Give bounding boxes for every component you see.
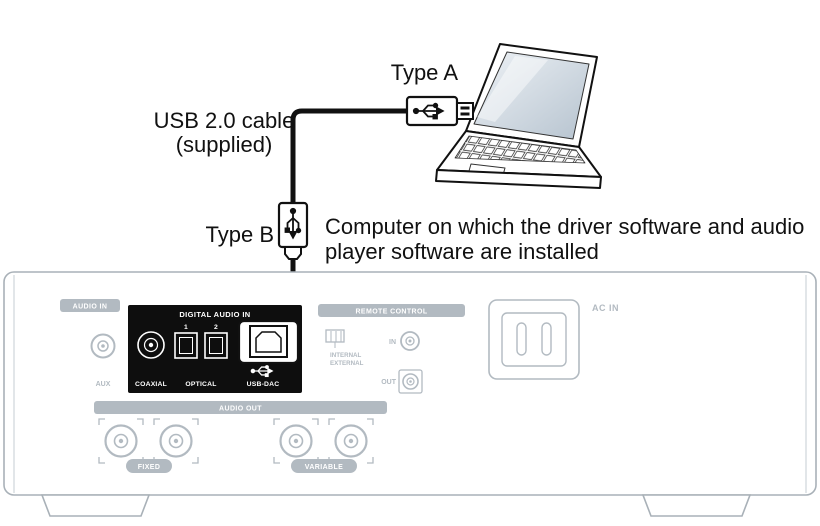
usb-type-a-tip (456, 102, 474, 120)
usb-type-b-tip (284, 246, 302, 260)
left-foot (40, 494, 151, 517)
variable-label: VARIABLE (305, 464, 343, 471)
remote-control-bar (318, 304, 465, 317)
right-foot (641, 494, 752, 517)
coaxial-label: COAXIAL (135, 381, 167, 388)
remote-control-title: REMOTE CONTROL (355, 309, 427, 316)
usb-dac-label: USB-DAC (247, 381, 280, 388)
digital-audio-in-title: DIGITAL AUDIO IN (179, 310, 250, 319)
audio-in-bar (60, 299, 120, 312)
fixed-label: FIXED (138, 464, 161, 471)
ac-prong-slot-right (541, 322, 552, 356)
device-rear-panel: AUDIO IN AUX DIGITAL AUDIO IN 1 2 (3, 271, 817, 517)
audio-out-bar (94, 401, 387, 414)
ac-inlet (488, 299, 580, 380)
usb-b-socket (255, 331, 282, 353)
optical-label: OPTICAL (185, 381, 216, 388)
audio-out-title: AUDIO OUT (219, 406, 262, 413)
laptop-screen (473, 51, 590, 140)
audio-out-jack-3 (273, 418, 319, 464)
usb-cable-upper-run (290, 108, 409, 203)
remote-switch-icon (325, 329, 345, 348)
audio-out-jack-4 (328, 418, 374, 464)
audio-in-title: AUDIO IN (73, 304, 108, 311)
type-a-label: Type A (391, 60, 459, 85)
internal-label: INTERNAL (330, 352, 361, 359)
type-b-label: Type B (206, 222, 274, 247)
computer-note-line2: player software are installed (325, 239, 599, 264)
remote-out-label: OUT (381, 379, 397, 386)
usb-dac-port (237, 319, 300, 365)
external-label: EXTERNAL (330, 360, 364, 367)
audio-out-section: AUDIO OUT (94, 401, 387, 473)
laptop-screen-glare (477, 56, 548, 122)
optical-port-2 (204, 332, 228, 359)
audio-out-jack-1 (98, 418, 144, 464)
audio-out-jack-2 (153, 418, 199, 464)
ac-in-label: AC IN (592, 303, 619, 313)
fixed-badge (126, 459, 172, 473)
usb-type-a-plug (405, 95, 474, 127)
computer-note-line1: Computer on which the driver software an… (325, 214, 804, 239)
remote-in-jack (400, 331, 420, 351)
usb-cable-label-line2: (supplied) (176, 132, 273, 157)
digital-audio-in-section: DIGITAL AUDIO IN 1 2 COAXI (128, 305, 302, 393)
usb-cable-label-line1: USB 2.0 cable (154, 108, 295, 133)
laptop-keyboard (454, 135, 586, 164)
remote-out-jack (398, 369, 423, 394)
remote-control-section: REMOTE CONTROL INTERNAL EXTERNAL IN OUT (318, 304, 465, 394)
optical-port1-number: 1 (184, 324, 188, 331)
coaxial-jack (137, 331, 165, 359)
aux-label: AUX (96, 381, 111, 388)
usb-type-b-plug (277, 201, 309, 260)
audio-in-section: AUDIO IN AUX (60, 299, 120, 388)
variable-badge (291, 459, 357, 473)
laptop-illustration (435, 43, 602, 189)
remote-in-label: IN (389, 339, 396, 346)
optical-port2-number: 2 (214, 324, 218, 331)
optical-port-1 (174, 332, 198, 359)
aux-jack (90, 333, 116, 359)
ac-prong-slot-left (516, 322, 527, 356)
laptop-front-edge (435, 169, 602, 189)
